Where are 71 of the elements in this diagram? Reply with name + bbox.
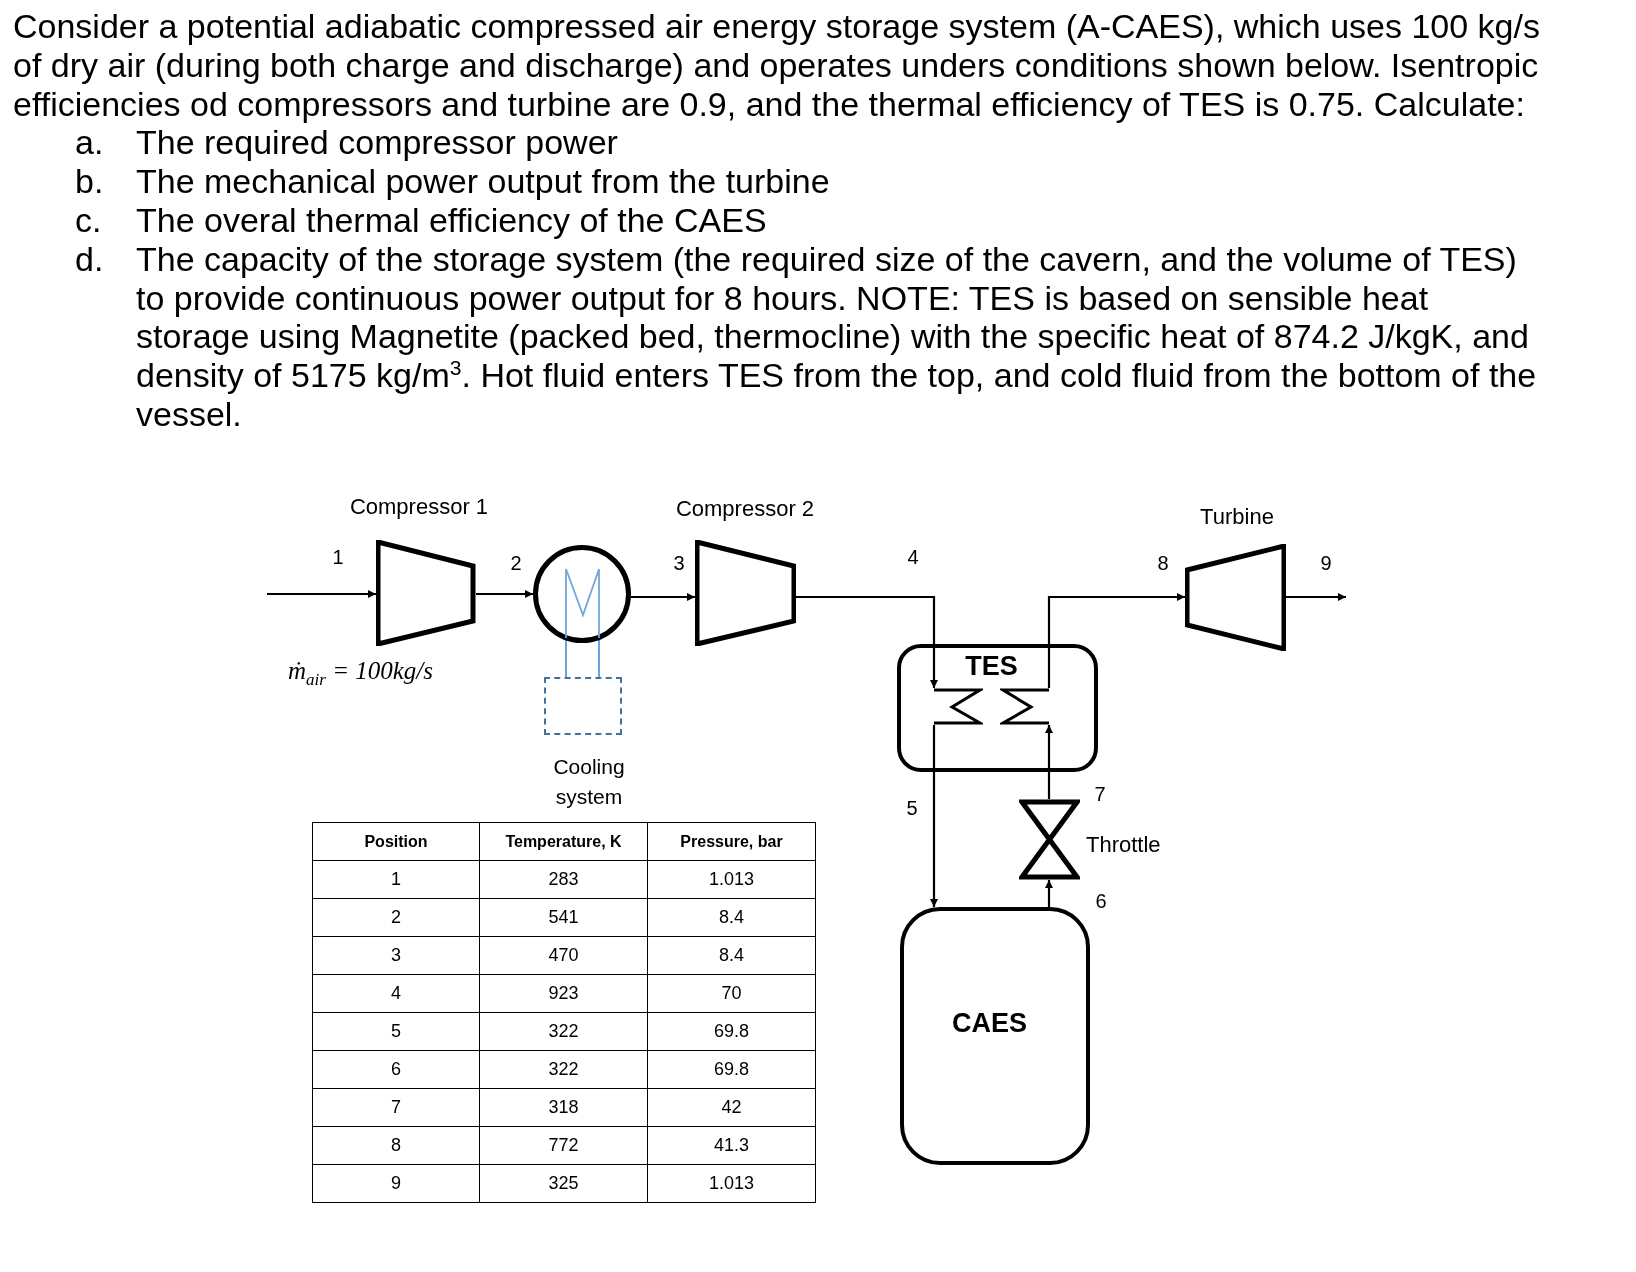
table-cell: 8: [312, 1126, 480, 1165]
flow-arrow: [267, 590, 376, 598]
coolant-line: [565, 639, 567, 678]
stream-number: 7: [1094, 784, 1106, 804]
component-label: Throttle: [1086, 832, 1161, 857]
flow-arrow: [476, 590, 533, 598]
flow-arrow: [1047, 593, 1185, 688]
stream-number: 3: [673, 553, 685, 573]
table-cell: 283: [479, 860, 648, 899]
component-label: Cooling system: [553, 755, 625, 808]
table-cell: 322: [479, 1050, 648, 1089]
stream-number: 8: [1157, 553, 1169, 573]
list-item-text: The overal thermal efficiency of the CAES: [136, 201, 768, 240]
component-label: TES: [965, 650, 1018, 681]
table-cell: 69.8: [647, 1012, 816, 1051]
list-item-text: The required compressor power: [136, 123, 619, 163]
component-label: Compressor 1: [349, 494, 489, 519]
question-text: Consider a potential adiabatic compressed air energy storage system (A-CAES), which uses 100 kg/s of dry air (during both charge and discharge) and operates unders conditions shown below. Isentropic efficiencies od compressors and turbine are 0.9, and the thermal efficiency of TES is 0.75. Calculate:: [13, 7, 1541, 124]
table-cell: 923: [479, 974, 648, 1013]
heat-exchanger-symbol: [533, 545, 631, 643]
flow-arrow: [930, 725, 938, 907]
stream-number: 9: [1320, 553, 1332, 573]
list-marker: d.: [75, 239, 105, 280]
stream-number: 4: [907, 547, 919, 567]
list-marker: c.: [75, 201, 103, 240]
table-cell: 8.4: [647, 898, 816, 937]
table-cell: 322: [479, 1012, 648, 1051]
flow-rate-label: ṁ$_{air}$ = 100kg/s: [288, 657, 434, 685]
table-cell: 9: [312, 1164, 480, 1203]
table-cell: 42: [647, 1088, 816, 1127]
table-cell: 2: [312, 898, 480, 937]
list-marker: a.: [75, 123, 105, 163]
table-header-cell: Temperature, K: [479, 822, 648, 861]
list-marker: b.: [75, 162, 105, 201]
stream-number: 5: [906, 798, 918, 818]
table-cell: 6: [312, 1050, 480, 1089]
flow-arrow: [1045, 725, 1053, 799]
stream-number: 2: [510, 553, 522, 573]
flow-arrow: [796, 595, 938, 688]
table-cell: 325: [479, 1164, 648, 1203]
storage-vessel: [897, 644, 1098, 772]
table-cell: 70: [647, 974, 816, 1013]
table-header-cell: Position: [312, 822, 480, 861]
flow-arrow: [1286, 593, 1346, 601]
table-cell: 470: [479, 936, 648, 975]
table-header-cell: Pressure, bar: [647, 822, 816, 861]
coil-symbol: [999, 687, 1052, 725]
table-cell: 41.3: [647, 1126, 816, 1165]
stream-number: 1: [332, 547, 344, 567]
table-cell: 772: [479, 1126, 648, 1165]
table-cell: 1.013: [647, 1164, 816, 1203]
flow-arrow: [630, 593, 695, 601]
table-cell: 318: [479, 1088, 648, 1127]
table-cell: 7: [312, 1088, 480, 1127]
table-cell: 8.4: [647, 936, 816, 975]
component-label: Compressor 2: [675, 496, 815, 521]
list-item-text: The mechanical power output from the turbine: [136, 162, 831, 201]
table-cell: 4: [312, 974, 480, 1013]
table-cell: 5: [312, 1012, 480, 1051]
component-label: Turbine: [1200, 504, 1274, 529]
flow-arrow: [1045, 880, 1053, 907]
component-label: CAES: [952, 1007, 1027, 1038]
table-cell: 1: [312, 860, 480, 899]
coolant-line: [598, 639, 600, 678]
table-cell: 541: [479, 898, 648, 937]
table-cell: 69.8: [647, 1050, 816, 1089]
table-cell: 3: [312, 936, 480, 975]
table-cell: 1.013: [647, 860, 816, 899]
list-item-text: The capacity of the storage system (the required size of the cavern, and the volume of TES) to provide continuous power output for 8 hours. NOTE: TES is based on sensible heat storage using Magnetite (packed bed, thermocline) with the specific heat of 874.2 J/kgK, and density of 5175 kg/m$^{3}$. Hot fluid enters TES from the top, and cold fluid from the bottom of the vessel.: [136, 239, 1538, 434]
stream-number: 6: [1095, 891, 1107, 911]
cavern-tank: [900, 907, 1090, 1165]
